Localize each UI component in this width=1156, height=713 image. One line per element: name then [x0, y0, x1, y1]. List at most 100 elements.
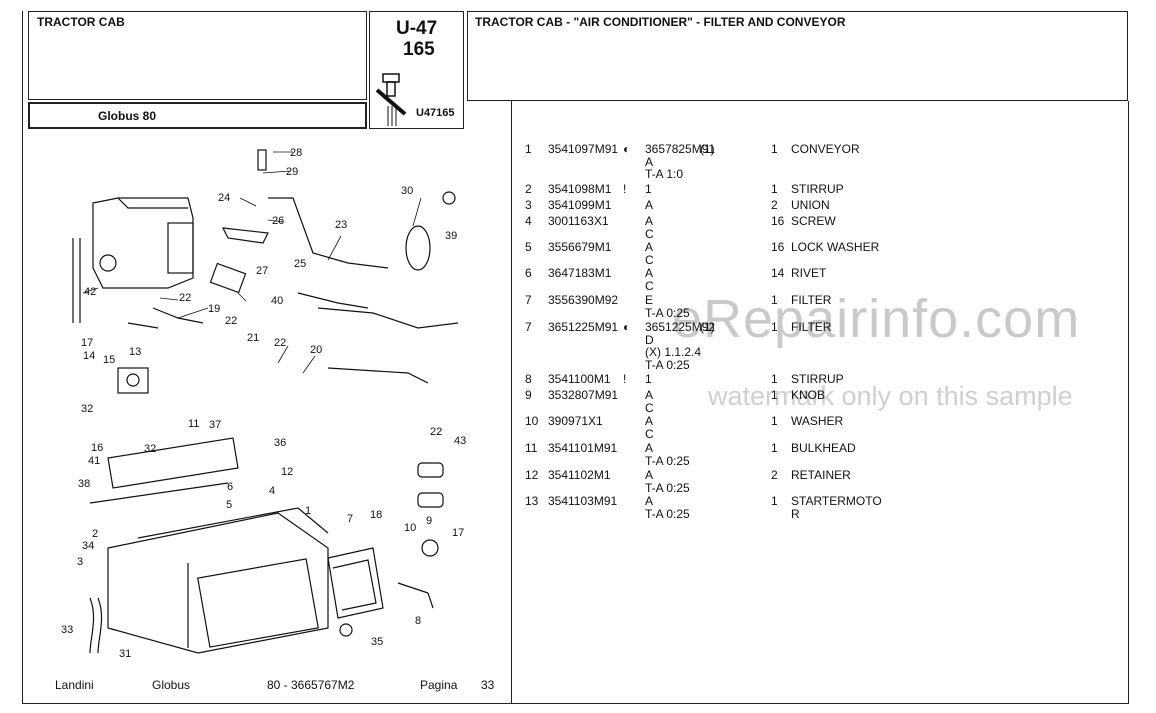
callout-label: 22 — [430, 426, 442, 438]
reference-code: 3657825M91 — [645, 142, 716, 156]
bottom-border — [22, 703, 1129, 704]
quantity: 1 — [771, 142, 778, 156]
callout-label: 5 — [226, 499, 232, 511]
callout-label: 2 — [92, 528, 98, 540]
reference-code: C — [645, 226, 654, 241]
description: STIRRUP — [791, 182, 844, 196]
part-number: 3001163X1 — [548, 214, 609, 228]
item-number: 11 — [525, 441, 538, 455]
item-number: 6 — [525, 266, 532, 280]
part-number: 3541101M91 — [548, 441, 618, 455]
item-number: 10 — [525, 414, 539, 428]
callout-label: 31 — [119, 648, 131, 660]
callout-label: 32 — [81, 403, 93, 415]
part-number: 3541103M91 — [548, 494, 618, 508]
quantity: 16 — [771, 214, 785, 228]
note: (1) — [700, 320, 715, 334]
note: (1) — [700, 142, 715, 156]
callout-label: 30 — [401, 185, 413, 197]
description: UNION — [791, 198, 830, 212]
callout-label: 34 — [82, 540, 94, 552]
callout-label: 32 — [144, 443, 156, 455]
reference-code: A — [645, 414, 654, 428]
part-number: 3556679M1 — [548, 240, 612, 254]
part-number: 3541098M1 — [548, 182, 612, 196]
callout-label: 20 — [310, 344, 322, 356]
callout-label: 22 — [179, 292, 191, 304]
item-number: 7 — [525, 293, 532, 307]
callout-label: 18 — [370, 509, 382, 521]
watermark-sub: watermark only on this sample — [708, 381, 1073, 411]
right-title-box: TRACTOR CAB - "AIR CONDITIONER" - FILTER… — [467, 11, 1128, 101]
item-number: 7 — [525, 320, 532, 334]
hand-symbol-icon — [375, 73, 407, 126]
item-number: 5 — [525, 240, 532, 254]
part-mark: ◐ — [623, 142, 631, 156]
callout-label: 25 — [294, 258, 306, 270]
reference-code: 1 — [645, 372, 652, 386]
left-title-box: TRACTOR CAB — [28, 11, 367, 100]
reference-code: E — [645, 293, 654, 307]
reference-code: A — [645, 240, 654, 254]
quantity: 2 — [771, 468, 778, 482]
callout-label: 36 — [274, 437, 286, 449]
part-number: 3541102M1 — [548, 468, 611, 482]
reference-code: T-A 0:25 — [645, 305, 690, 320]
part-number: 3532807M91 — [548, 388, 619, 402]
part-number: 3541099M1 — [548, 198, 612, 212]
callout-label: 7 — [347, 513, 353, 525]
callout-label: 22 — [274, 337, 286, 349]
description: SCREW — [791, 214, 836, 228]
part-number: 3647183M1 — [548, 266, 612, 280]
item-number: 13 — [525, 494, 539, 508]
callout-label: 17 — [452, 527, 464, 539]
watermark-main: eRepairinfo.com — [672, 289, 1081, 349]
reference-code: (X) 1.1.2.4 — [645, 345, 702, 359]
part-mark: ◐ — [623, 320, 631, 334]
callout-label: 22 — [225, 315, 237, 327]
left-border — [22, 11, 23, 704]
page-code-box: U-47 165 U47165 — [369, 11, 464, 129]
description: LOCK WASHER — [791, 240, 880, 254]
callout-label: 8 — [415, 615, 421, 627]
part-number: 3541097M91 — [548, 142, 619, 156]
description: KNOB — [791, 388, 826, 402]
callout-label: 14 — [83, 350, 95, 362]
callout-label: 29 — [286, 166, 298, 178]
reference-code: T-A 0:25 — [645, 453, 690, 468]
item-number: 4 — [525, 214, 532, 228]
quantity: 1 — [771, 494, 778, 508]
reference-code: C — [645, 426, 654, 441]
footer-page-label: Pagina — [420, 678, 458, 692]
callout-label: 21 — [247, 332, 259, 344]
reference-code: A — [645, 468, 654, 482]
callout-label: 13 — [129, 346, 141, 358]
reference-code: A — [645, 198, 654, 212]
quantity: 1 — [771, 372, 778, 386]
reference-code: A — [645, 154, 654, 169]
callout-label: 27 — [256, 265, 268, 277]
reference-code: A — [645, 388, 654, 402]
description: RETAINER — [791, 468, 851, 482]
reference-code: T-A 1:0 — [645, 167, 684, 181]
part-mark: ! — [623, 182, 627, 196]
page-code-line1: U-47 — [396, 18, 438, 39]
quantity: 1 — [771, 182, 778, 196]
callout-label: 43 — [454, 435, 466, 447]
description: WASHER — [791, 414, 844, 428]
quantity: 14 — [771, 266, 785, 280]
quantity: 1 — [771, 414, 778, 428]
description: STARTERMOTO — [791, 494, 882, 508]
part-number: 390971X1 — [548, 414, 603, 428]
callout-label: 15 — [103, 354, 115, 366]
item-number: 9 — [525, 388, 532, 402]
callout-label: 35 — [371, 636, 383, 648]
callout-label: 26 — [272, 215, 284, 227]
callout-label: 28 — [290, 147, 302, 159]
callout-label: 40 — [271, 295, 283, 307]
reference-code: T-A 0:25 — [645, 480, 690, 495]
footer-page-number: 33 — [481, 678, 495, 692]
right-border — [1128, 101, 1129, 704]
part-number: 3556390M92 — [548, 293, 619, 307]
description: CONVEYOR — [791, 142, 860, 156]
